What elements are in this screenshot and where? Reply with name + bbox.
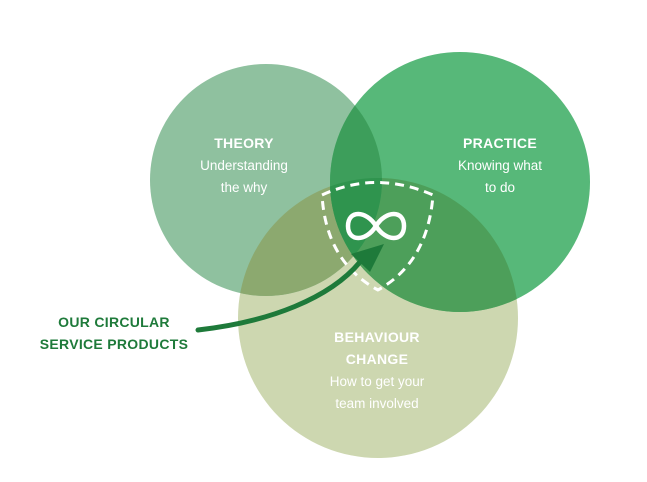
callout-line-2: SERVICE PRODUCTS: [40, 336, 188, 352]
theory-line-1: Understanding: [200, 158, 288, 173]
practice-line-2: to do: [485, 180, 515, 195]
behaviour-line-2: team involved: [335, 396, 418, 411]
infinity-icon: [345, 211, 407, 241]
practice-line-1: Knowing what: [458, 158, 542, 173]
behaviour-line-1: How to get your: [330, 374, 425, 389]
theory-behaviour-overlap: [238, 178, 382, 296]
behaviour-title-line-1: BEHAVIOUR: [334, 329, 420, 345]
theory-line-2: the why: [221, 180, 268, 195]
practice-behaviour-overlap: [330, 178, 518, 312]
theory-title: THEORY: [214, 135, 274, 151]
callout-arrow: [195, 244, 384, 333]
behaviour-title-line-2: CHANGE: [346, 351, 408, 367]
practice-title: PRACTICE: [463, 135, 537, 151]
callout-line-1: OUR CIRCULAR: [58, 314, 170, 330]
